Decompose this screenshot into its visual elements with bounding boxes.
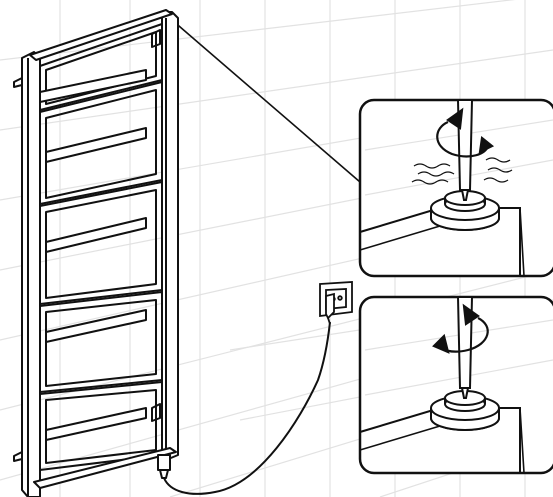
valve-cap-icon [430, 190, 500, 231]
detail-inset-1 [358, 98, 553, 278]
leader-line [171, 19, 361, 183]
detail-inset-2 [358, 295, 553, 475]
valve-cap-icon [430, 390, 500, 431]
towel-radiator [13, 9, 179, 497]
rotation-arrow-icon [436, 107, 495, 158]
power-cable [163, 321, 331, 495]
heat-waves-icon [411, 157, 513, 185]
rotation-arrow-icon [432, 303, 489, 354]
wall-socket [319, 281, 353, 325]
